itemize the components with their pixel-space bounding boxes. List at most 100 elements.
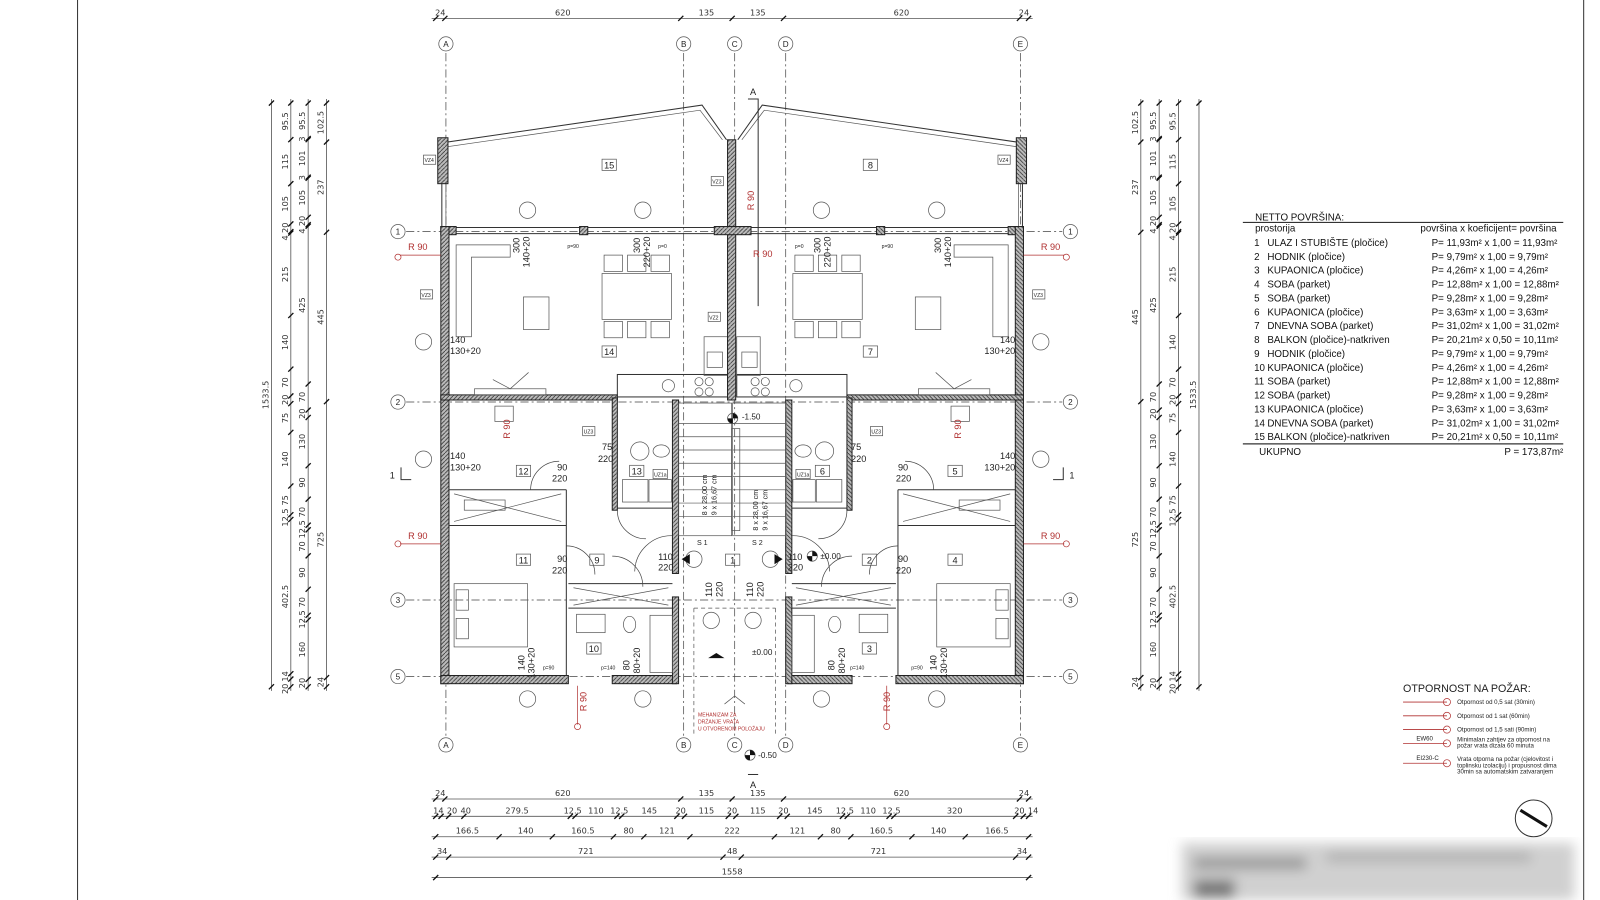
dimension-label: 90 (1148, 477, 1158, 487)
dimension-label: 3 (297, 175, 307, 180)
dimension-label: 402.5 (1168, 585, 1178, 608)
fire-circle-icon (1443, 698, 1451, 706)
dimension-tick (445, 854, 452, 861)
svg-text:±0.00: ±0.00 (820, 552, 841, 561)
dimension-label: 215 (1168, 267, 1178, 283)
dimension-label: 425 (1148, 297, 1158, 313)
svg-text:8 x 28,00 cm: 8 x 28,00 cm (701, 474, 709, 515)
dimension-label: 80 (830, 826, 840, 836)
svg-text:80: 80 (827, 660, 837, 670)
svg-text:U OTVORENOM POLOŽAJU: U OTVORENOM POLOŽAJU (698, 725, 765, 733)
svg-text:110: 110 (658, 552, 673, 562)
svg-text:15: 15 (604, 160, 614, 170)
fire-legend-text: Otpornost od 1,5 sati (90min) (1457, 727, 1536, 734)
svg-text:9 x 16,67 cm: 9 x 16,67 cm (761, 490, 769, 531)
room-area-formula: P= 12,88m² x 1,00 = 12,88m² (1432, 377, 1560, 388)
svg-text:UZ3: UZ3 (584, 430, 594, 436)
room-name: DNEVNA SOBA (parket) (1267, 321, 1373, 332)
dimension-label: 3 (1148, 136, 1158, 141)
room-tag-14: 14 (601, 345, 617, 358)
dimension-label: 135 (750, 7, 766, 17)
dimension-tick (287, 511, 294, 518)
stair-newel (731, 428, 741, 531)
dimension-label: 166.5 (456, 826, 479, 836)
dimension-tick (305, 221, 312, 228)
dimension-right-2: 95.5310131052044257020130907012.57090701… (1148, 98, 1163, 691)
section-marks: A A 1 1 (390, 87, 1075, 790)
dimension-label: 166.5 (985, 826, 1008, 836)
svg-text:75: 75 (851, 442, 861, 452)
dimension-tick (1156, 586, 1163, 593)
dimension-label: 12.5 (297, 610, 307, 628)
grid-bubble-b-bottom: B (676, 737, 692, 753)
dimension-tick (1175, 670, 1182, 677)
dimension-label: 160 (297, 642, 307, 658)
dimension-label: 14 (1028, 805, 1038, 815)
dimension-label: 620 (894, 7, 910, 17)
svg-text:B: B (681, 741, 687, 750)
area-table-total-label: UKUPNO (1259, 447, 1301, 458)
dimension-label: 721 (871, 846, 887, 856)
dimension-label: 48 (727, 846, 737, 856)
dimension-label: 12.5 (1148, 520, 1158, 538)
svg-text:5: 5 (953, 466, 958, 476)
svg-text:300: 300 (812, 238, 822, 253)
north-arrow-icon (1514, 799, 1553, 838)
dimension-label: 140 (280, 451, 290, 467)
dimension-tick (844, 813, 851, 820)
fire-legend-text: Vrata otporna na požar (cjelovitost i (1457, 756, 1553, 763)
svg-text:220: 220 (788, 562, 803, 572)
room-name: SOBA (parket) (1267, 391, 1330, 402)
grid-bubble-5-left: 5 (390, 669, 406, 685)
svg-text:1: 1 (396, 228, 401, 237)
svg-text:12: 12 (518, 466, 528, 476)
svg-text:R 90: R 90 (579, 692, 589, 711)
svg-text:C: C (732, 741, 738, 750)
dimension-label: 34 (437, 846, 447, 856)
dimension-tick (305, 526, 312, 533)
dimension-tick (287, 676, 294, 683)
room-number: 7 (1254, 321, 1259, 332)
dimension-label: 620 (555, 7, 571, 17)
area-table-total-value: P = 173,87m² (1504, 447, 1564, 458)
svg-text:p=90: p=90 (882, 244, 894, 250)
dimension-tick (1175, 230, 1182, 237)
svg-text:110: 110 (704, 582, 714, 597)
fire-circle-icon (1443, 739, 1451, 748)
dimension-tick (1137, 229, 1144, 236)
dimension-label: 80 (623, 826, 633, 836)
fire-legend-tag: EI230-C (1416, 755, 1439, 762)
room-name: KUPAONICA (pločice) (1267, 266, 1363, 277)
dimension-label: 12.5 (564, 805, 582, 815)
dimension-tick (323, 139, 330, 146)
dimension-tick (287, 366, 294, 373)
dimension-tick (1156, 135, 1163, 142)
svg-text:±0.00: ±0.00 (752, 648, 773, 657)
svg-text:DRŽANJE VRATA: DRŽANJE VRATA (698, 717, 740, 725)
dimension-tick (1012, 854, 1019, 861)
dimension-label: 121 (790, 826, 806, 836)
grid-bubble-3-left: 3 (390, 592, 406, 608)
dimension-tick (287, 220, 294, 227)
dimension-tick (1175, 516, 1182, 523)
room-tag-11: 11 (515, 553, 531, 566)
room-number: 3 (1254, 266, 1260, 277)
room-number: 11 (1254, 377, 1264, 388)
dimension-tick (1156, 175, 1163, 182)
room-area-formula: P= 4,26m² x 1,00 = 4,26m² (1432, 363, 1549, 374)
room-number: 9 (1254, 349, 1259, 360)
dimension-label: 12.5 (882, 805, 900, 815)
dimension-label: 110 (588, 805, 604, 815)
room-name: BALKON (pločice)-natkriven (1267, 335, 1389, 346)
dimension-label: 620 (555, 788, 571, 798)
dimension-tick (323, 398, 330, 405)
dimension-label: 95.5 (297, 112, 307, 130)
dimension-label: 95.5 (1168, 112, 1178, 130)
dimension-label: 3 (297, 136, 307, 141)
level-labels: -1.50 ±0.00 ±0.00 -0.50 (742, 412, 841, 760)
